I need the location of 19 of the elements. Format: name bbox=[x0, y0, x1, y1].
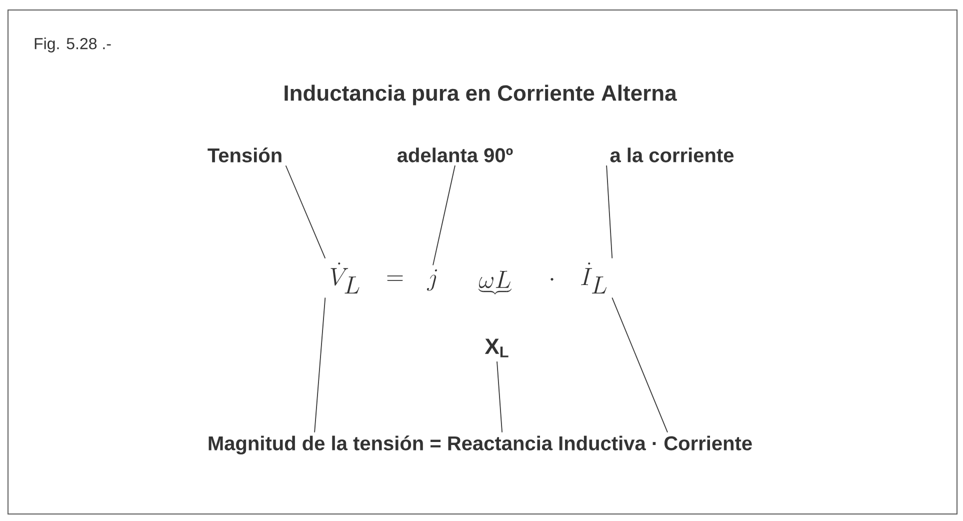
leader-line bbox=[612, 297, 668, 433]
leader-line bbox=[285, 165, 326, 259]
annotation-text: a la corriente bbox=[610, 148, 734, 162]
annotation-text: Magnitud de la tensión = Reactancia Inductiva · Corriente bbox=[208, 436, 752, 454]
figure-number: Fig. 5.28 .- bbox=[34, 38, 111, 52]
formula-term: X$_{L}$ bbox=[484, 338, 508, 358]
formula-sign: $\cdot$ bbox=[550, 278, 554, 281]
leader-line bbox=[496, 361, 503, 433]
formula-term: $j$ bbox=[426, 269, 437, 291]
formula-term: $\dot{V}_L$ bbox=[330, 262, 360, 294]
formula-sign: $=$ bbox=[387, 276, 403, 281]
formula-term: $\underbrace{\omega L}$ bbox=[478, 270, 512, 294]
annotation-text: adelanta 90º bbox=[397, 148, 513, 162]
annotation-text: Tensión bbox=[208, 148, 282, 162]
leader-line bbox=[606, 165, 613, 259]
leader-line bbox=[432, 165, 456, 266]
title: Inductancia pura en Corriente Alterna bbox=[284, 84, 677, 106]
leader-line bbox=[314, 297, 326, 433]
formula-term: $\dot{I}_L$ bbox=[581, 262, 607, 294]
